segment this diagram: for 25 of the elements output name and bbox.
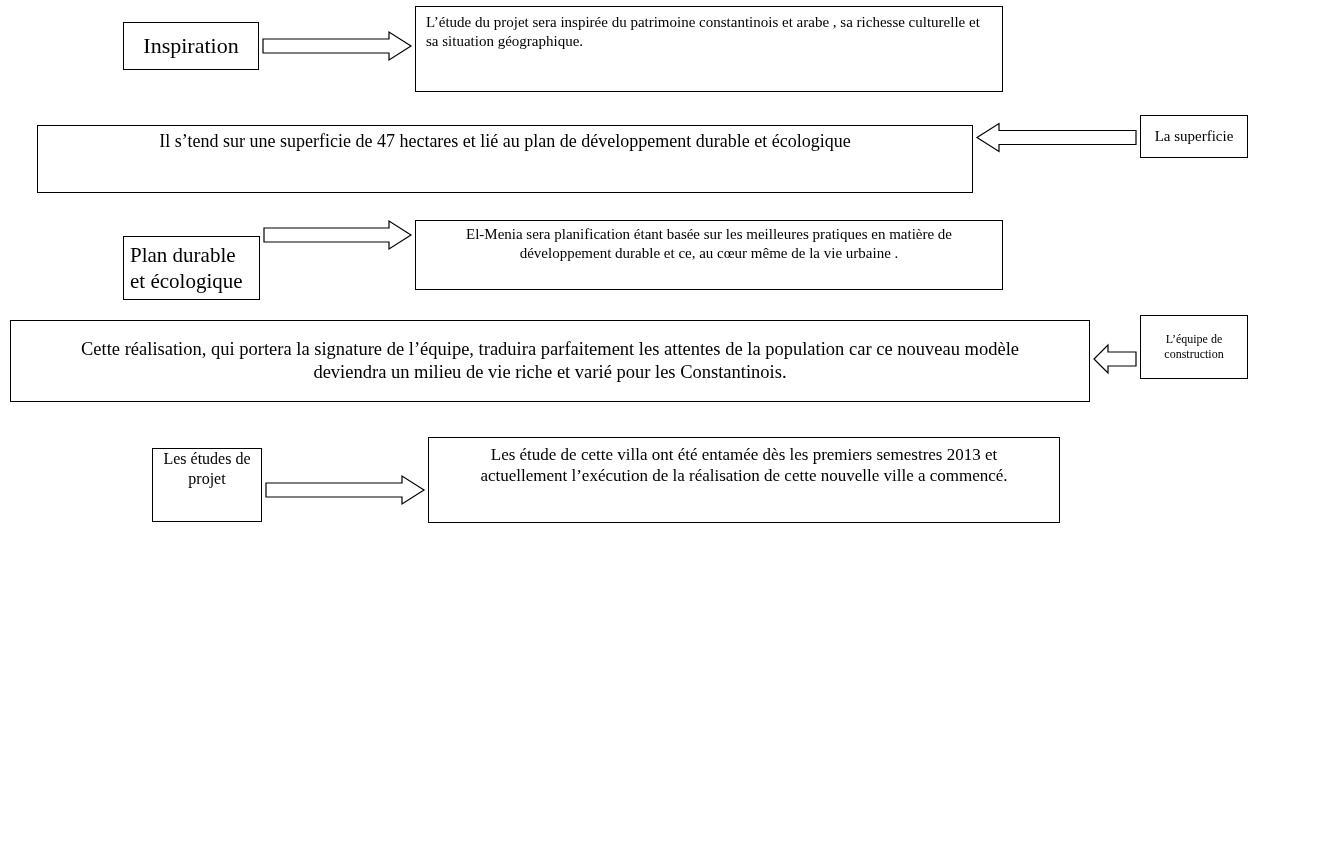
text-box <box>152 448 262 522</box>
box-text: Inspiration <box>142 32 240 60</box>
box-text: Il s’tend sur une superficie de 47 hectares et lié au plan de développement durable et écologique <box>158 130 852 153</box>
box-text: La superficie <box>1153 127 1235 146</box>
box-text: L’étude du projet sera inspirée du patrimoine constantinois et arabe , sa richesse culturelle et sa situation géographique. <box>426 13 981 51</box>
text-box <box>1140 315 1248 379</box>
text-box <box>123 22 259 70</box>
text-box <box>428 437 1060 523</box>
block-arrow <box>265 474 426 506</box>
box-text: Plan durable et écologique <box>130 241 244 295</box>
box-text: Les étude de cette villa ont été entamée dès les premiers semestres 2013 et actuellement l’exécution de la réalisation de cette nouvelle ville a commencé. <box>479 444 1009 487</box>
box-text: El-Menia sera planification étant basée sur les meilleures pratiques en matière de développement durable et ce, au cœur même de la vie urbaine . <box>464 225 954 263</box>
box-text: Les études de projet <box>162 449 252 489</box>
text-box <box>415 220 1003 290</box>
block-arrow <box>1093 343 1137 375</box>
block-arrow <box>262 30 413 62</box>
box-text: L’équipe de construction <box>1163 332 1225 362</box>
text-box <box>10 320 1090 402</box>
box-text: Cette réalisation, qui portera la signature de l’équipe, traduira parfaitement les attentes de la population car ce nouveau modèle deviendra un milieu de vie riche et varié pour les Constantinois. <box>80 337 1020 384</box>
text-box <box>415 6 1003 92</box>
text-box <box>37 125 973 193</box>
text-box <box>123 236 260 300</box>
text-box <box>1140 115 1248 158</box>
block-arrow <box>975 122 1137 153</box>
block-arrow <box>263 219 413 251</box>
